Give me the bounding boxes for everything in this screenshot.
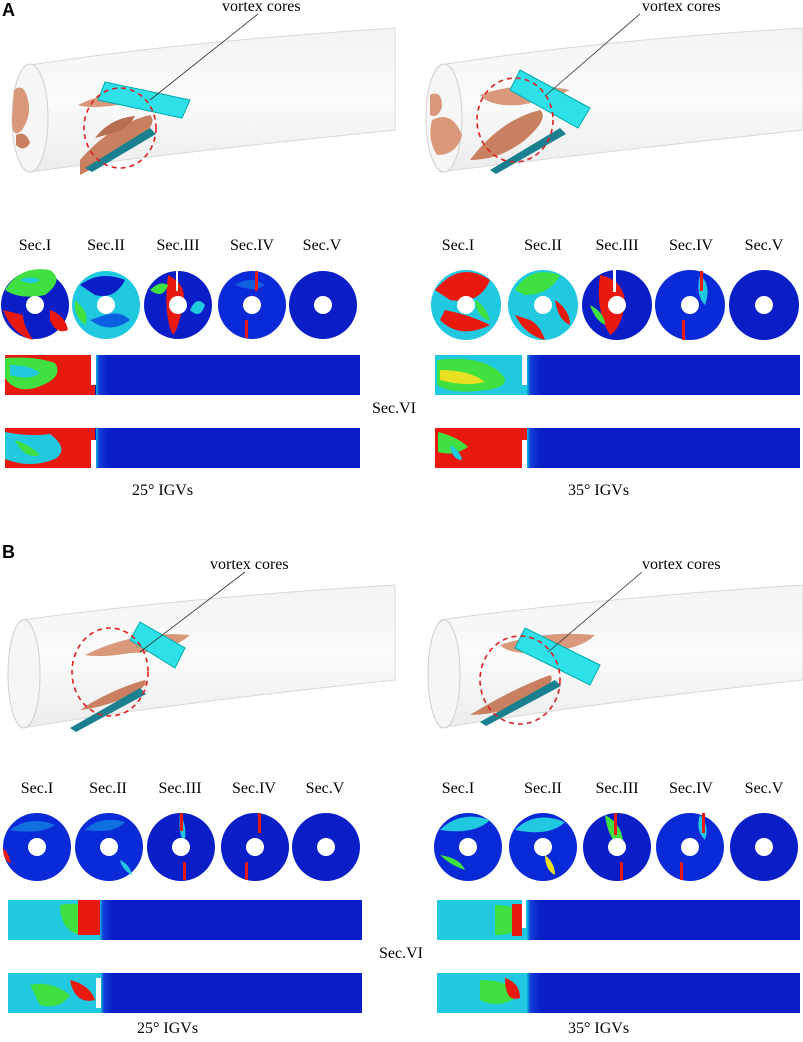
vortex-b-right [470, 627, 601, 726]
disk-a-r-2 [508, 270, 578, 340]
leader-line-a-right [544, 13, 641, 97]
bar-b-l-lower [8, 973, 362, 1013]
bar-b-r-upper [437, 900, 800, 940]
sec-label-b-l-5: Sec.V [305, 780, 345, 797]
disk-b-r-5 [730, 813, 798, 881]
sec-label-a-l-2: Sec.II [87, 237, 125, 254]
disk-b-l-4 [221, 813, 289, 881]
disk-a-r-1 [431, 270, 501, 340]
disk-b-r-4 [656, 813, 724, 881]
disk-a-r-4 [655, 270, 725, 340]
bar-a-r-upper [435, 355, 800, 395]
sec-label-a-l-5: Sec.V [302, 237, 342, 254]
vortex-marker-b-left [71, 627, 149, 717]
sec-label-b-r-3: Sec.III [595, 780, 639, 797]
caption-b-right: 35° IGVs [568, 1020, 630, 1037]
vortex-a-right [430, 69, 591, 174]
vortex-cores-label-b-right: vortex cores [642, 556, 721, 573]
sec-label-b-r-1: Sec.I [441, 780, 475, 797]
sec-label-a-r-5: Sec.V [744, 237, 784, 254]
caption-a-right: 35° IGVs [568, 482, 630, 499]
leader-line-b-left [139, 571, 246, 653]
disk-a-r-3 [582, 270, 652, 340]
bar-b-l-upper [8, 900, 362, 940]
sec-label-b-l-4: Sec.IV [232, 780, 276, 797]
sec-label-a-l-3: Sec.III [156, 237, 200, 254]
panel-label-a: A [2, 0, 15, 20]
sec-label-b-l-2: Sec.II [89, 780, 127, 797]
disk-row-b-left [3, 813, 360, 881]
sec-label-a-r-2: Sec.II [524, 237, 562, 254]
bar-a-r-lower [435, 428, 800, 468]
sec-vi-label-b: Sec.VI [379, 945, 423, 962]
sec-label-a-r-3: Sec.III [595, 237, 639, 254]
leader-line-b-right [547, 571, 643, 653]
sec-label-b-r-2: Sec.II [524, 780, 562, 797]
bar-b-r-lower [437, 973, 800, 1013]
caption-b-left: 25° IGVs [137, 1020, 199, 1037]
vortex-marker-a-left [83, 87, 157, 169]
sec-label-b-r-5: Sec.V [744, 780, 784, 797]
bar-a-l-upper [5, 355, 360, 395]
sec-vi-label-a: Sec.VI [372, 400, 416, 417]
vortex-cores-label-a-left: vortex cores [222, 0, 301, 15]
panel-label-b: B [2, 542, 15, 562]
vortex-b-left [70, 621, 190, 732]
disk-b-r-1 [434, 813, 502, 881]
disk-b-r-2 [509, 813, 577, 881]
disk-b-l-2 [75, 813, 143, 881]
caption-a-left: 25° IGVs [132, 482, 194, 499]
sec-label-a-l-1: Sec.I [18, 237, 52, 254]
pipe-a-left [11, 27, 396, 173]
sec-label-a-r-1: Sec.I [441, 237, 475, 254]
disk-b-l-1 [3, 813, 71, 881]
disk-a-l-4 [218, 271, 286, 339]
vortex-cores-label-b-left: vortex cores [210, 556, 289, 573]
disk-a-l-2 [72, 271, 140, 339]
sec-label-b-l-3: Sec.III [158, 780, 202, 797]
pipe-b-left [7, 584, 396, 729]
disk-b-r-3 [583, 813, 651, 881]
disk-row-a-left [1, 269, 357, 340]
vortex-cores-label-a-right: vortex cores [642, 0, 721, 15]
disk-a-l-1 [1, 269, 69, 340]
disk-row-b-right [434, 813, 798, 881]
leader-line-a-left [149, 13, 259, 101]
disk-b-l-3 [147, 813, 215, 881]
disk-a-r-5 [729, 270, 799, 340]
disk-a-l-3 [144, 271, 212, 339]
disk-row-a-right [431, 270, 799, 340]
disk-a-l-5 [289, 271, 357, 339]
sec-label-b-r-4: Sec.IV [669, 780, 713, 797]
sec-label-b-l-1: Sec.I [20, 780, 54, 797]
sec-label-a-l-4: Sec.IV [230, 237, 274, 254]
disk-b-l-5 [292, 813, 360, 881]
vortex-marker-a-right [476, 77, 554, 163]
vortex-marker-b-right [479, 635, 561, 725]
bar-a-l-lower [5, 428, 360, 468]
sec-label-a-r-4: Sec.IV [669, 237, 713, 254]
